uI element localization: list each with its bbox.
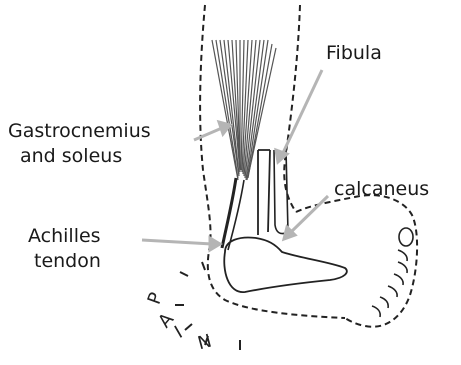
gastrocnemius-label-line2: and soleus xyxy=(20,145,122,168)
foot-outline xyxy=(296,195,417,327)
calcaneus-bone xyxy=(224,238,347,293)
achilles-label-line1: Achilles xyxy=(28,225,101,248)
achilles-label-line2: tendon xyxy=(34,250,101,273)
fibula-bone xyxy=(258,150,270,235)
arrow-achilles xyxy=(142,240,212,244)
arrow-fibula xyxy=(282,70,322,155)
gastrocnemius-label-line1: Gastrocnemius xyxy=(8,120,151,143)
tibia-bone xyxy=(274,150,288,234)
gastrocnemius-soleus-muscle xyxy=(212,40,276,180)
arrow-gastrocnemius xyxy=(194,128,222,140)
calcaneus-label: calcaneus xyxy=(334,178,429,201)
fibula-label: Fibula xyxy=(326,42,382,65)
arrow-calcaneus xyxy=(290,196,328,233)
achilles-tendon xyxy=(222,178,236,248)
